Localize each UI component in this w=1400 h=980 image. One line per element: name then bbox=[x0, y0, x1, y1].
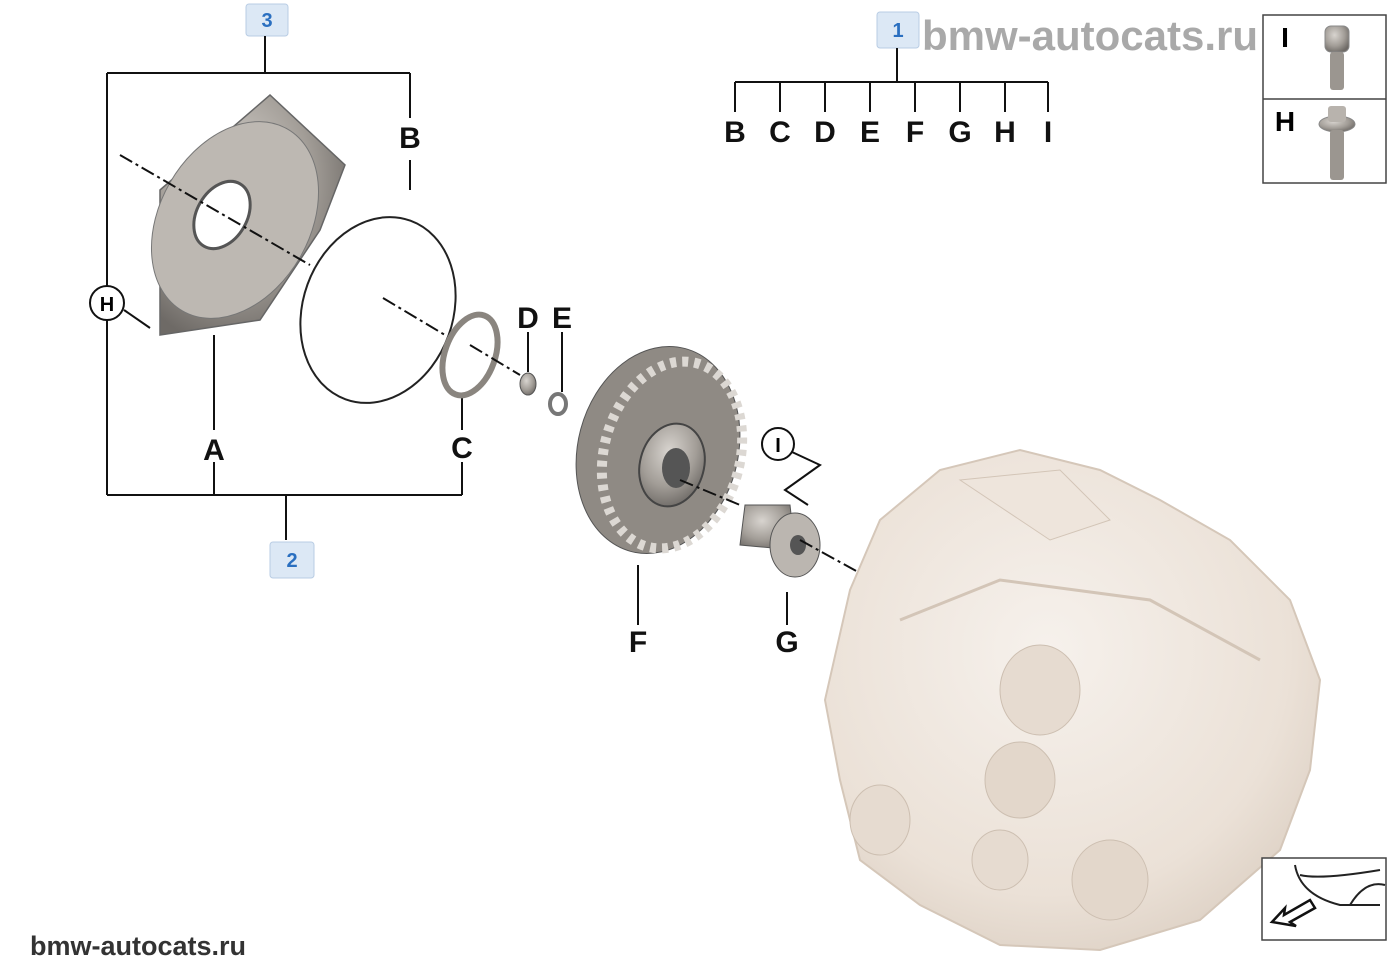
label-a: A bbox=[203, 434, 225, 467]
watermark-bottom: bmw-autocats.ru bbox=[30, 931, 246, 961]
part-c-ring bbox=[439, 311, 501, 399]
legend-label-i: I bbox=[1281, 22, 1289, 53]
transmission-housing bbox=[823, 448, 1322, 952]
part-a-cover bbox=[150, 93, 346, 336]
bolt-legend: I H bbox=[1262, 14, 1387, 184]
callout-3-box[interactable] bbox=[245, 3, 289, 37]
label-i: I bbox=[775, 435, 781, 457]
label-e: E bbox=[552, 302, 572, 335]
callout-3[interactable]: 3 bbox=[261, 10, 272, 32]
group-1-label: D bbox=[814, 116, 836, 149]
callout-1[interactable]: 1 bbox=[892, 20, 903, 42]
label-g: G bbox=[775, 626, 798, 659]
label-i-circle bbox=[761, 427, 795, 461]
group-1-label: C bbox=[769, 116, 791, 149]
torx-flange-bolt-icon bbox=[1318, 106, 1356, 180]
group-1-label: G bbox=[948, 116, 971, 149]
label-d: D bbox=[517, 302, 539, 335]
label-b: B bbox=[399, 122, 421, 155]
label-h: H bbox=[100, 294, 114, 316]
part-e-washer bbox=[548, 392, 568, 416]
group-1-label: I bbox=[1044, 116, 1052, 149]
label-h-circle bbox=[89, 285, 125, 321]
group-1-label: B bbox=[724, 116, 746, 149]
socket-head-bolt-icon bbox=[1324, 25, 1350, 90]
legend-label-h: H bbox=[1275, 106, 1295, 137]
label-c: C bbox=[451, 432, 473, 465]
group-1-label: E bbox=[860, 116, 880, 149]
group-1-label: F bbox=[906, 116, 924, 149]
part-g-bearing bbox=[739, 504, 821, 578]
part-d-washer bbox=[519, 372, 537, 396]
label-f: F bbox=[629, 626, 647, 659]
vehicle-orientation-icon[interactable] bbox=[1261, 857, 1387, 941]
watermark-top: bmw-autocats.ru bbox=[922, 12, 1258, 59]
group-1-label: H bbox=[994, 116, 1016, 149]
group-1-labels: B C D E F G H I bbox=[724, 116, 1052, 149]
callout-2[interactable]: 2 bbox=[286, 550, 297, 572]
callout-2-box[interactable] bbox=[269, 541, 315, 579]
part-f-drum bbox=[575, 345, 748, 555]
